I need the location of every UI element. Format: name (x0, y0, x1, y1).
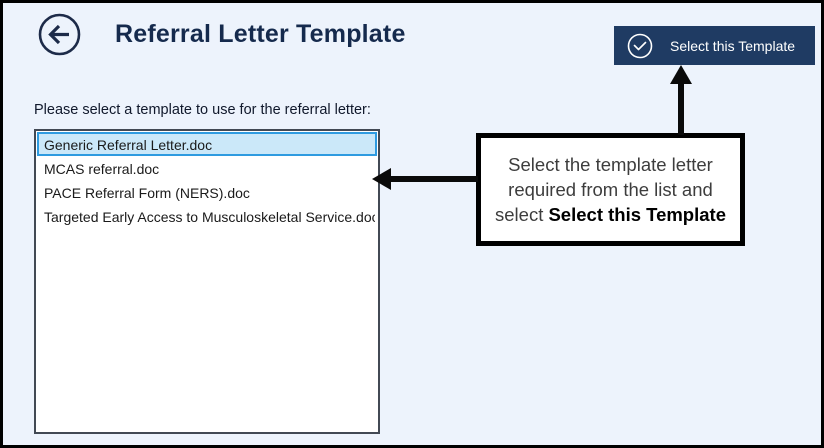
arrow-up-to-button-icon (670, 65, 692, 84)
select-this-template-button-label: Select this Template (670, 37, 796, 54)
arrow-up-to-button-shaft (678, 82, 684, 135)
list-item-generic-referral-letter[interactable]: Generic Referral Letter.doc (37, 132, 377, 156)
instruction-label: Please select a template to use for the … (34, 102, 371, 118)
annotation-callout: Select the template letter required from… (476, 133, 745, 246)
arrow-left-to-list-shaft (390, 176, 478, 182)
back-button[interactable] (38, 13, 81, 56)
annotation-text-plain: Select the template letter required from… (495, 154, 713, 225)
list-item-pace-referral-form[interactable]: PACE Referral Form (NERS).doc (44, 185, 250, 201)
list-item-mcas-referral[interactable]: MCAS referral.doc (44, 161, 160, 177)
annotation-text-bold: Select this Template (548, 204, 726, 225)
page-title: Referral Letter Template (115, 20, 406, 48)
check-circle-icon (627, 33, 653, 58)
annotation-text: Select the template letter required from… (489, 152, 732, 227)
select-this-template-button[interactable]: Select this Template (614, 26, 815, 65)
list-item-targeted-early-access[interactable]: Targeted Early Access to Musculoskeletal… (44, 209, 377, 225)
template-listbox[interactable]: Generic Referral Letter.doc MCAS referra… (34, 129, 380, 434)
arrow-left-circle-icon (38, 13, 81, 56)
arrow-left-to-list-icon (372, 168, 391, 190)
